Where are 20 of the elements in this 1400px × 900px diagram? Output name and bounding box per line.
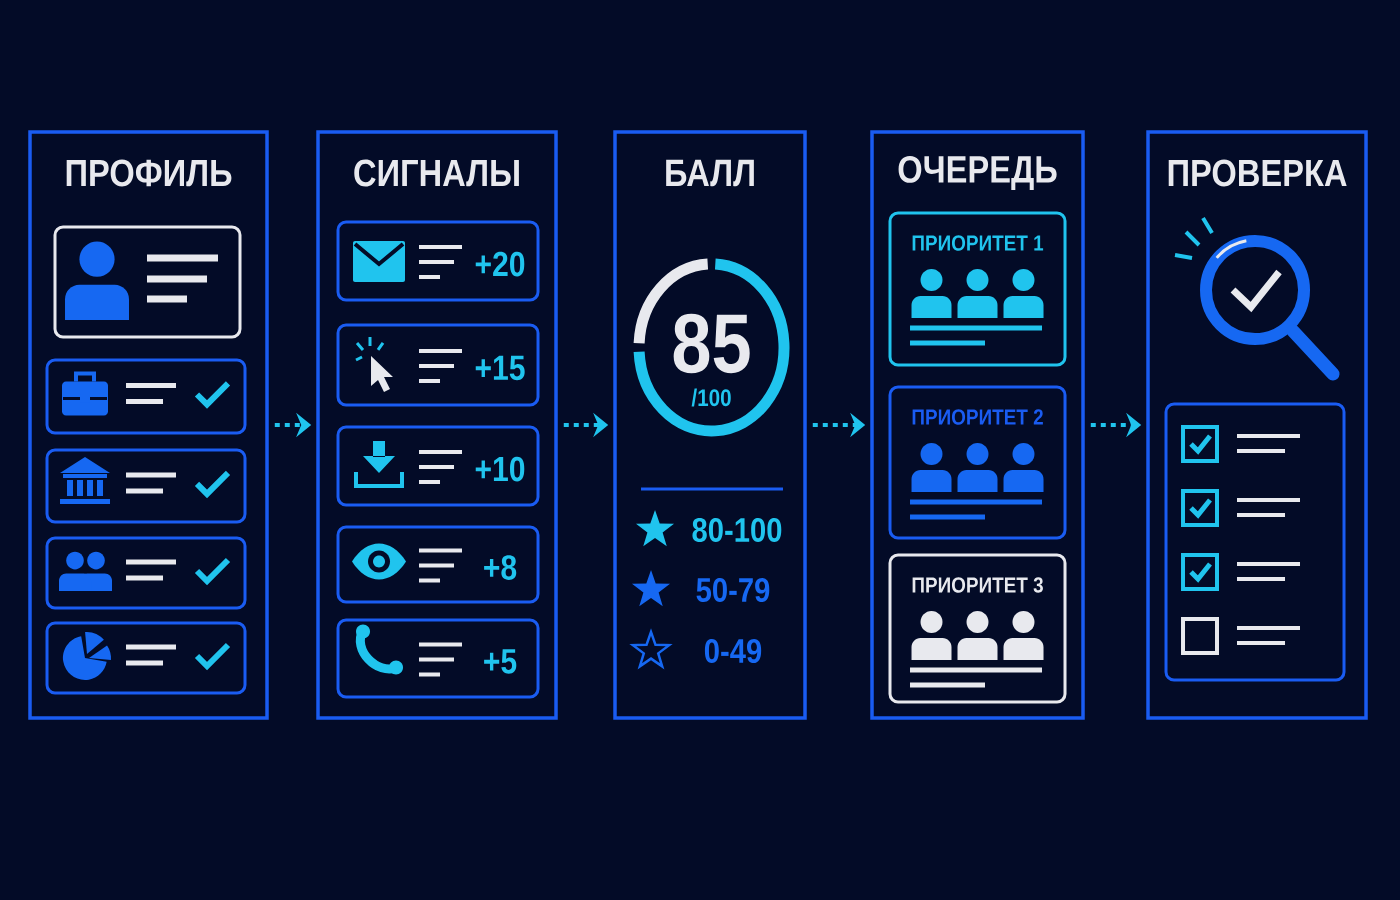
points-row: +15 bbox=[336, 323, 540, 407]
score-range: 0-49 bbox=[704, 638, 762, 664]
score-range: 80-100 bbox=[692, 517, 782, 543]
column-panel: ПРОФИЛЬ bbox=[28, 130, 269, 720]
checklist-panel bbox=[1164, 402, 1346, 682]
points-row: +5 bbox=[336, 618, 540, 699]
column-panel: ПРОВЕРКА bbox=[1146, 130, 1368, 720]
points-row: +8 bbox=[336, 525, 540, 604]
points-row: +20 bbox=[336, 220, 540, 302]
priority-card: ПРИОРИТЕТ 2 bbox=[888, 385, 1067, 540]
list-row bbox=[45, 536, 247, 610]
list-row bbox=[45, 358, 247, 435]
score-range: 50-79 bbox=[696, 577, 770, 603]
list-row bbox=[45, 448, 247, 524]
list-row bbox=[45, 621, 247, 695]
points-row: +10 bbox=[336, 425, 540, 507]
score-ring: 85 /100 bbox=[633, 258, 790, 437]
profile-card bbox=[53, 225, 242, 339]
priority-card: ПРИОРИТЕТ 1 bbox=[888, 211, 1067, 367]
priority-card: ПРИОРИТЕТ 3 bbox=[888, 553, 1067, 704]
